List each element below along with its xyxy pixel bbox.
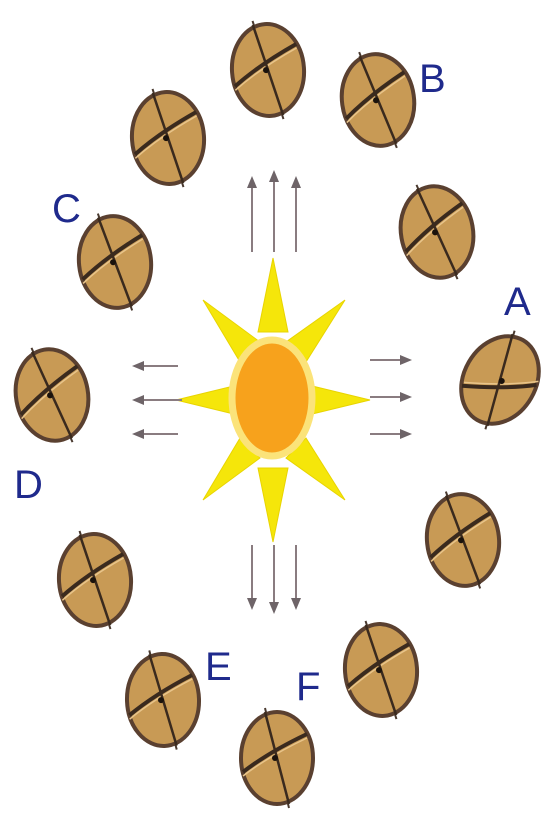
label-position-d: D [14,463,43,507]
earth-globe-icon [444,319,556,442]
sun-body [232,340,312,456]
earth-globe-icon [129,86,208,191]
earth-globe-icon [422,487,504,594]
label-position-e: E [205,645,232,689]
earth-globe-icon [56,528,135,633]
earth-globe-icon [8,340,96,451]
sunlight-arrows-left [132,361,182,439]
label-position-a: A [504,280,531,324]
label-position-c: C [52,187,81,231]
earth-globe-icon [342,618,421,723]
sunlight-arrows-right [370,355,412,439]
earth-globe-icon [229,18,308,123]
sunlight-arrows-up [247,170,301,252]
earth-globe-icon [125,649,200,751]
sun-icon [176,258,370,542]
sunlight-arrows-down [247,545,301,614]
earth-globe-icon [393,177,481,288]
earth-globe-icon [74,209,156,316]
label-position-b: B [419,57,446,101]
earth-globe-icon [335,45,420,154]
label-position-f: F [296,665,320,709]
earth-globe-icon [241,708,313,808]
